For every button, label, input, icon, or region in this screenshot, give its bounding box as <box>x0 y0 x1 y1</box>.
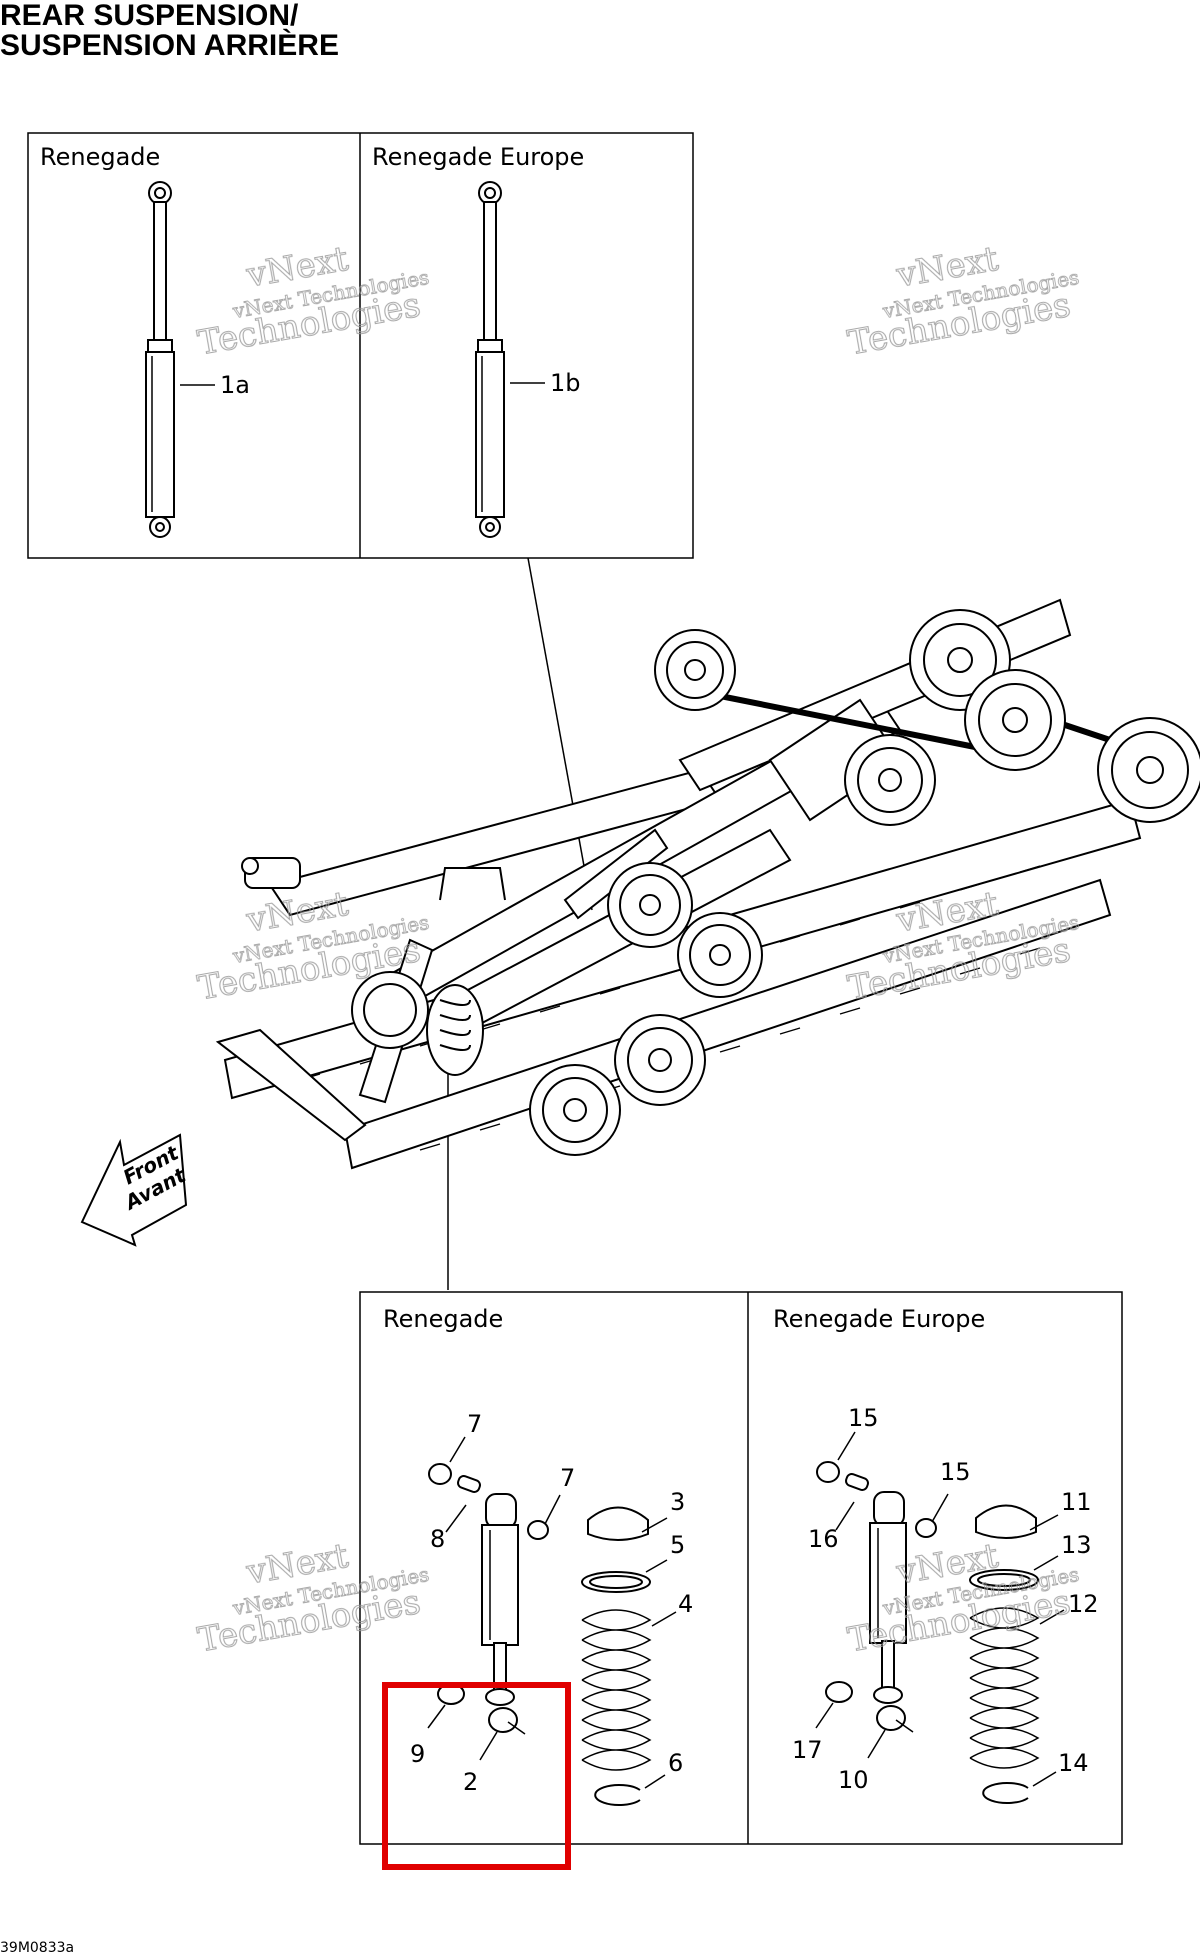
callout-14: 14 <box>1058 1749 1089 1777</box>
page-title-english: REAR SUSPENSION/ <box>0 0 299 32</box>
callout-4: 4 <box>678 1590 693 1618</box>
shock-absorber-1a[interactable] <box>145 181 175 538</box>
renegade-europe-leader-lines <box>815 1431 1065 1787</box>
rear-shock-absorber <box>563 828 669 920</box>
watermark-5: vNext vNext Technologies Technologies <box>194 1535 431 1661</box>
rear-suspension-assembly <box>215 598 1200 1170</box>
callout-9: 9 <box>410 1740 425 1768</box>
front-bracket <box>439 867 506 901</box>
callout-10: 10 <box>838 1766 869 1794</box>
callout-12: 12 <box>1068 1590 1099 1618</box>
callout-13: 13 <box>1061 1531 1092 1559</box>
callout-1b: 1b <box>550 369 581 397</box>
shock-absorber-1b[interactable] <box>475 181 505 538</box>
highlight-box <box>382 1682 571 1870</box>
watermark-1: vNext vNext Technologies Technologies <box>194 238 431 364</box>
watermark-2: vNext vNext Technologies Technologies <box>844 238 1081 364</box>
callout-8: 8 <box>430 1525 445 1553</box>
callout-3: 3 <box>670 1488 685 1516</box>
callout-16: 16 <box>808 1525 839 1553</box>
callout-1a: 1a <box>220 371 250 399</box>
renegade-europe-spring-assembly[interactable] <box>969 1504 1040 1804</box>
callout-2: 2 <box>463 1768 478 1796</box>
front-cross-member <box>215 1028 367 1142</box>
callout-5: 5 <box>670 1531 685 1559</box>
renegade-leader-lines <box>427 1436 677 1789</box>
bottom-panel-label-renegade-europe: Renegade Europe <box>773 1305 985 1333</box>
top-panels: Renegade Renegade Europe 1a 1b <box>27 132 694 559</box>
bottom-panels-frame <box>359 1291 1123 1845</box>
rear-axle <box>689 687 991 753</box>
renegade-spring-assembly[interactable] <box>581 1506 652 1806</box>
top-panel-label-renegade-europe: Renegade Europe <box>372 143 584 171</box>
figure-code: 39M0833a <box>0 1940 74 1956</box>
front-direction-arrow: Front Avant <box>80 1133 191 1247</box>
callout-15-upper: 15 <box>848 1404 879 1432</box>
top-panel-pointer-line <box>527 557 593 911</box>
callout-11: 11 <box>1061 1488 1092 1516</box>
renegade-shock-assembly[interactable] <box>428 1463 549 1735</box>
callout-7-lower: 7 <box>560 1464 575 1492</box>
front-arrow-icon <box>80 1133 188 1247</box>
top-panel-label-renegade: Renegade <box>40 143 160 171</box>
bottom-panels: Renegade Renegade Europe <box>359 1291 1123 1845</box>
idler-wheels <box>351 609 1200 1156</box>
page-title-french: SUSPENSION ARRIÈRE <box>0 29 339 62</box>
callout-17: 17 <box>792 1736 823 1764</box>
renegade-europe-shock-assembly[interactable] <box>816 1461 937 1733</box>
center-shock-spring <box>426 984 484 1076</box>
bottom-panel-label-renegade: Renegade <box>383 1305 503 1333</box>
callout-7-upper: 7 <box>467 1410 482 1438</box>
callout-15-lower: 15 <box>940 1458 971 1486</box>
callout-6: 6 <box>668 1749 683 1777</box>
